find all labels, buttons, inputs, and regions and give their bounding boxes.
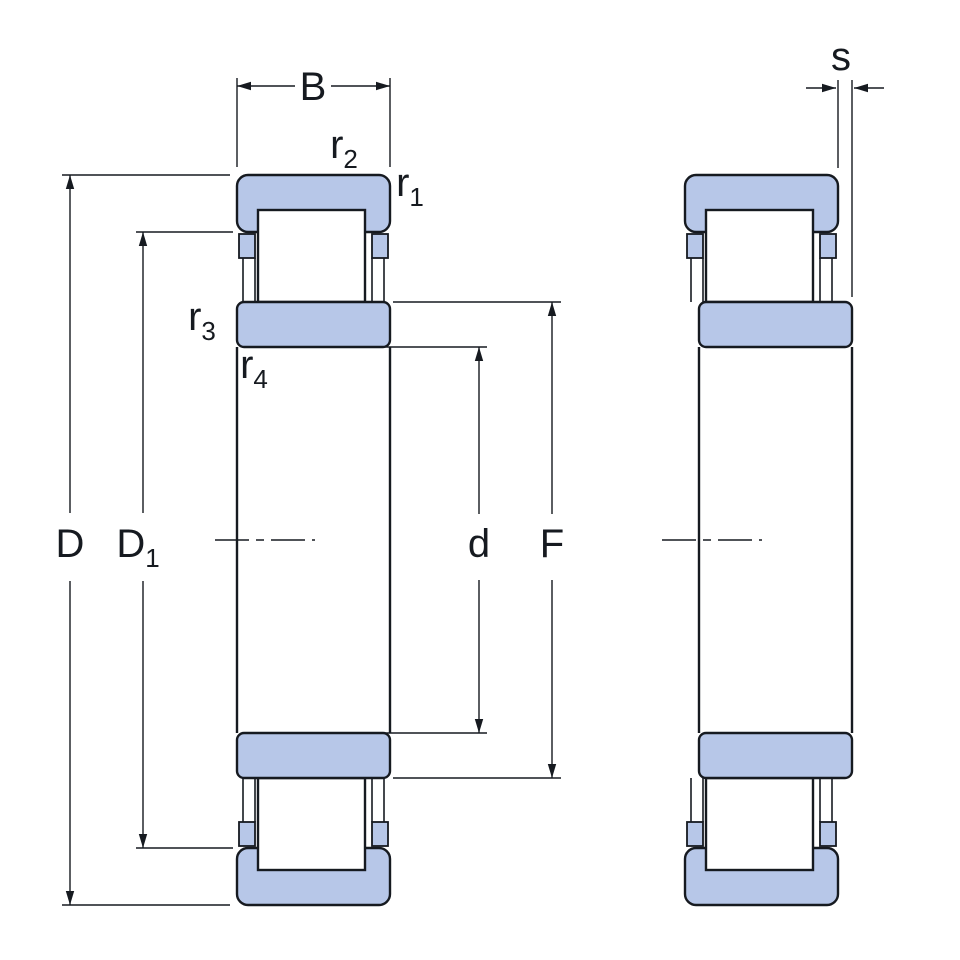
cage-section [819, 821, 837, 847]
cage-section [819, 233, 837, 259]
inner-ring-top-section [697, 300, 854, 349]
cage-section [371, 233, 389, 259]
cage-section [686, 821, 704, 847]
dim-label-r2: r2 [330, 123, 358, 174]
right-bearing-section [662, 173, 854, 907]
cage-section [238, 821, 256, 847]
dimension-d: d [365, 346, 490, 734]
cage-section [371, 821, 389, 847]
dim-label-B: B [300, 65, 327, 109]
roller-bottom [704, 776, 815, 872]
inner-ring-bottom-section [697, 731, 854, 780]
corner-radius-labels: r2 r1 r3 r4 [188, 123, 424, 394]
dim-label-d: d [468, 522, 490, 566]
dimension-s: s [806, 35, 884, 297]
roller-bottom [256, 776, 367, 872]
dimension-D: D [56, 174, 230, 906]
cage-section [686, 233, 704, 259]
roller-top [704, 208, 815, 304]
dimension-D1: D1 [116, 231, 233, 849]
dim-label-F: F [540, 522, 564, 566]
inner-ring-top-section [235, 300, 392, 349]
dim-label-r4: r4 [240, 343, 268, 394]
dim-label-D: D [56, 522, 85, 566]
dimension-B: B [236, 65, 391, 167]
roller-top [256, 208, 367, 304]
dim-label-r1: r1 [396, 161, 424, 212]
inner-ring-bottom-section [235, 731, 392, 780]
dim-label-s: s [831, 35, 851, 79]
dim-label-r3: r3 [188, 295, 216, 346]
dim-label-D1: D1 [116, 522, 159, 573]
dimension-F: F [393, 301, 564, 779]
left-bearing-section [215, 173, 392, 907]
cage-section [238, 233, 256, 259]
